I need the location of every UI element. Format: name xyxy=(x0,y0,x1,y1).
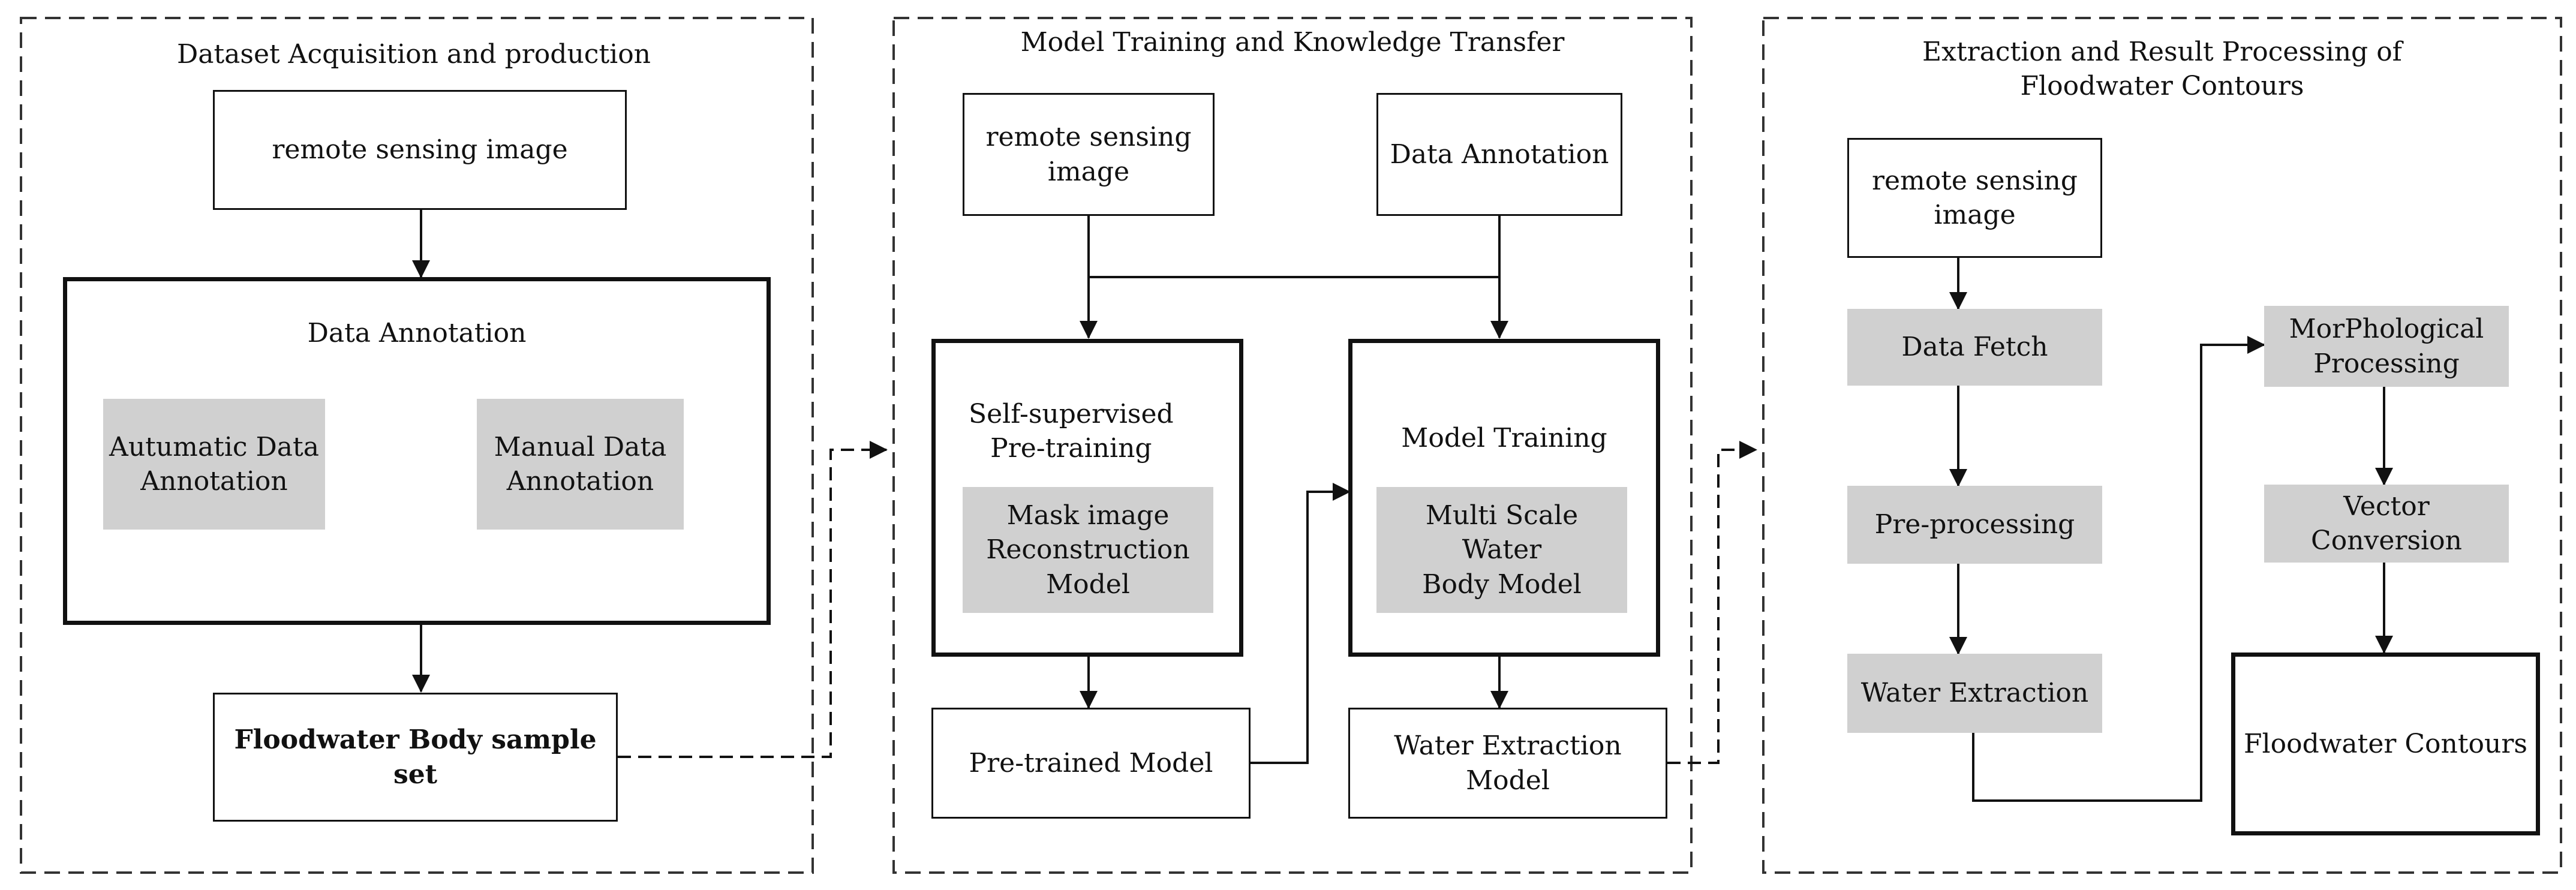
preprocessing-box: Pre-processing xyxy=(1847,486,2102,564)
section-title-training: Model Training and Knowledge Transfer xyxy=(1020,27,1565,58)
mask-reconstruction-box: Mask image Reconstruction Model xyxy=(963,487,1213,613)
manual-annotation-box: Manual Data Annotation xyxy=(477,399,684,530)
water-extraction-box: Water Extraction xyxy=(1847,654,2102,733)
dashed-arrow-training-to-extraction xyxy=(1667,441,1757,764)
data-annotation-box-2: Data Annotation xyxy=(1376,93,1622,216)
dashed-arrow-dataset-to-training xyxy=(618,441,888,758)
automatic-annotation-box: Autumatic Data Annotation xyxy=(103,399,325,530)
vector-conversion-box: Vector Conversion xyxy=(2264,485,2509,563)
remote-sensing-image-box-2: remote sensing image xyxy=(963,93,1215,216)
section-title-dataset: Dataset Acquisition and production xyxy=(176,39,651,70)
self-supervised-title: Self-supervised Pre-training xyxy=(969,399,1174,464)
panel-extraction xyxy=(1762,17,2562,874)
remote-sensing-image-box-1: remote sensing image xyxy=(213,90,627,210)
section-title-extraction: Extraction and Result Processing of Floo… xyxy=(1922,37,2402,102)
arrow-water-to-morph xyxy=(1972,336,2265,802)
panel-training xyxy=(892,17,1693,874)
data-fetch-box: Data Fetch xyxy=(1847,309,2102,386)
panel-dataset xyxy=(20,17,814,874)
model-training-title: Model Training xyxy=(1401,423,1607,453)
remote-sensing-image-box-3: remote sensing image xyxy=(1847,138,2102,258)
water-extraction-model-box: Water Extraction Model xyxy=(1348,708,1667,819)
sample-set-box: Floodwater Body sample set xyxy=(213,693,618,822)
multiscale-model-box: Multi Scale Water Body Model xyxy=(1376,487,1627,613)
arrow-pretrained-to-training xyxy=(1251,483,1351,764)
data-annotation-title: Data Annotation xyxy=(307,318,527,348)
floodwater-contours-box: Floodwater Contours xyxy=(2231,653,2540,835)
pretrained-model-box: Pre-trained Model xyxy=(931,708,1251,819)
morphological-processing-box: MorPhological Processing xyxy=(2264,306,2509,387)
